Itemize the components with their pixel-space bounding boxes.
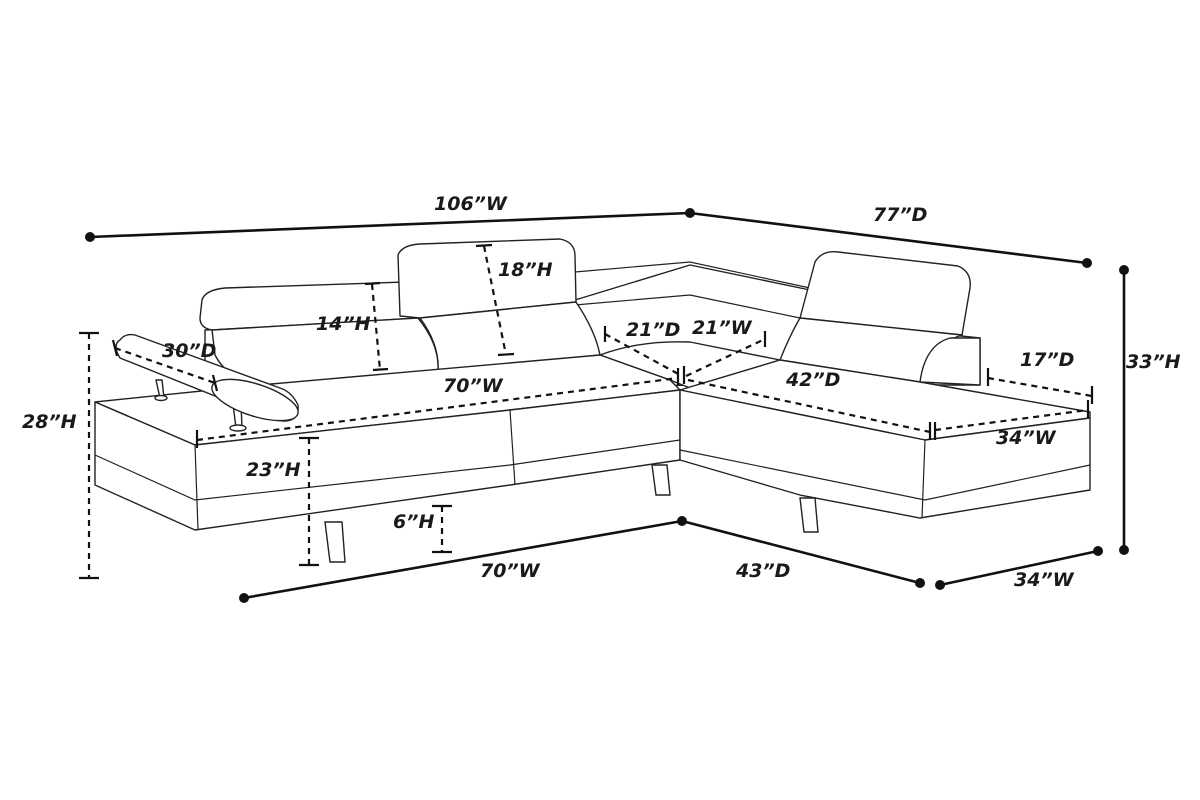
label-arm-height: 28”H — [22, 411, 77, 433]
seat-seam-left — [94, 439, 681, 501]
label-overall-height: 33”H — [1126, 351, 1181, 373]
label-leg-height: 6”H — [393, 511, 434, 533]
label-chaise-arm-depth: 17”D — [1020, 349, 1074, 371]
headrest-middle — [397, 238, 577, 319]
seat-divider-left — [194, 409, 516, 531]
leg-left — [324, 521, 346, 563]
dimension-labels: 106”W 77”D 33”H 28”H 14”H 18”H 30”D 70”W… — [22, 193, 1181, 591]
headrest-right — [799, 251, 971, 336]
sofa-illustration — [94, 238, 1091, 563]
corner-back-top — [574, 261, 811, 289]
label-corner-depth: 21”D — [626, 319, 680, 341]
label-chaise-seat-depth: 42”D — [785, 369, 840, 391]
label-corner-width: 21”W — [692, 317, 753, 339]
armrest-left-foot — [229, 424, 247, 432]
corner-back-seam — [574, 294, 801, 319]
label-base-width: 70”W — [480, 560, 541, 582]
label-base-chaise-width: 34”W — [1014, 569, 1075, 591]
label-seat-width-top: 70”W — [443, 375, 504, 397]
label-base-depth: 43”D — [735, 560, 790, 582]
label-chaise-seat-width: 34”W — [996, 427, 1057, 449]
label-seat-height: 23”H — [246, 459, 301, 481]
dimension-lines — [79, 208, 1129, 603]
label-overall-width: 106”W — [434, 193, 508, 215]
armrest-left-pin-foot — [154, 394, 168, 402]
label-overall-depth: 77”D — [873, 204, 927, 226]
label-headrest-mid-height: 18”H — [498, 259, 553, 281]
seat-seam-chaise — [679, 449, 1091, 501]
seat-front-chaise — [679, 389, 1091, 519]
seat-divider-chaise — [921, 439, 926, 519]
leg-middle — [651, 464, 671, 496]
label-headrest-left-height: 14”H — [316, 313, 371, 335]
armrest-left-roll — [211, 378, 299, 422]
label-arm-depth: 30”D — [162, 340, 216, 362]
leg-right — [799, 497, 819, 533]
armrest-right — [919, 337, 981, 386]
